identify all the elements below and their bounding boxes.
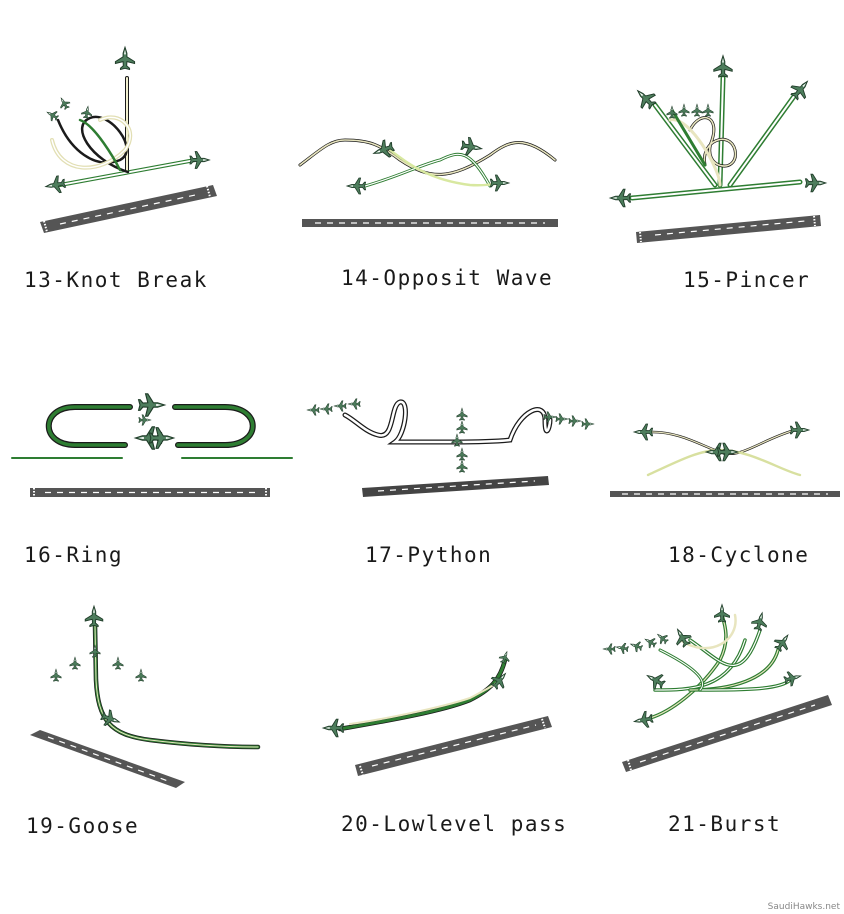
diagram-knot-break xyxy=(40,46,217,233)
maneuver-label-python: 17-Python xyxy=(365,543,493,567)
runway xyxy=(30,730,185,788)
maneuver-label-burst: 21-Burst xyxy=(668,812,782,836)
diagram-python xyxy=(307,399,594,497)
maneuver-label-pincer: 15-Pincer xyxy=(683,268,811,292)
maneuver-label-ring: 16-Ring xyxy=(24,543,124,567)
diagram-lowlevel-pass xyxy=(322,650,552,776)
maneuver-label-knot-break: 13-Knot Break xyxy=(24,268,208,292)
maneuver-label-cyclone: 18-Cyclone xyxy=(668,543,810,567)
runway xyxy=(610,491,840,497)
diagram-cyclone xyxy=(610,421,840,497)
diagram-goose xyxy=(30,605,261,788)
runway xyxy=(40,185,217,233)
runway xyxy=(355,716,552,776)
maneuver-label-goose: 19-Goose xyxy=(26,814,140,838)
runway xyxy=(622,695,832,772)
credit-text: SaudiHawks.net xyxy=(767,902,840,912)
maneuver-label-opposit-wave: 14-Opposit Wave xyxy=(341,266,554,290)
diagram-pincer xyxy=(609,55,827,243)
diagram-opposit-wave xyxy=(298,135,558,227)
diagram-burst xyxy=(603,603,832,772)
runway xyxy=(362,476,549,497)
maneuver-label-lowlevel-pass: 20-Lowlevel pass xyxy=(341,812,568,836)
runway xyxy=(636,215,821,243)
runway xyxy=(30,488,270,497)
runway xyxy=(302,219,558,227)
diagram-ring xyxy=(11,393,293,497)
